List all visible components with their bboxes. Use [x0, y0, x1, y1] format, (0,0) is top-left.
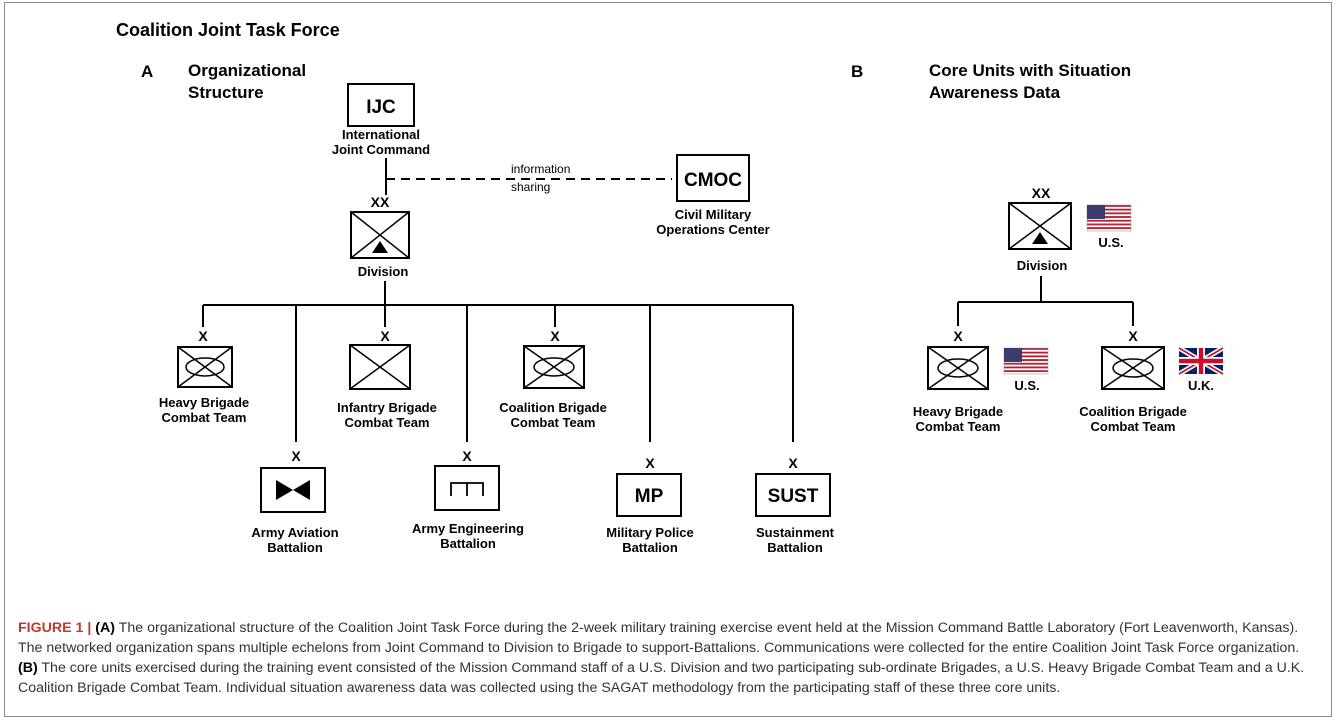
aviation-label-line1: Army Aviation [251, 525, 338, 540]
cmoc-node: CMOC Civil Military Operations Center [656, 154, 770, 237]
infantry-brigade-node: X Infantry Brigade Combat Team [337, 328, 437, 430]
uk-flag-icon [1179, 348, 1223, 374]
core-cbct-country: U.K. [1188, 378, 1214, 393]
engineering-label-line1: Army Engineering [412, 521, 524, 536]
division-label: Division [358, 264, 409, 279]
engineering-echelon: X [462, 448, 472, 464]
mp-abbr: MP [635, 486, 664, 507]
core-cbct-label-line1: Coalition Brigade [1079, 404, 1187, 419]
core-hbct-country: U.S. [1014, 378, 1039, 393]
info-sharing-line2: sharing [511, 180, 550, 194]
core-division-country: U.S. [1098, 235, 1123, 250]
us-flag-icon [1003, 347, 1049, 375]
ibct-label-line2: Combat Team [345, 415, 430, 430]
org-diagram: IJC International Joint Command informat… [159, 83, 1338, 555]
caption-part-a: (A) [95, 620, 115, 636]
mp-echelon: X [645, 455, 655, 471]
ibct-label-line1: Infantry Brigade [337, 400, 437, 415]
cmoc-abbr: CMOC [684, 170, 742, 191]
core-division-label: Division [1017, 258, 1068, 273]
caption-text-b: The core units exercised during the trai… [18, 660, 1305, 696]
military-police-node: X MP Military Police Battalion [606, 455, 693, 555]
cmoc-label-line1: Civil Military [675, 207, 752, 222]
panel-a-letter: A [141, 62, 154, 81]
aviation-label-line2: Battalion [267, 540, 323, 555]
mp-label-line2: Battalion [622, 540, 678, 555]
caption-text-a: The organizational structure of the Coal… [18, 620, 1300, 656]
figure-title: Coalition Joint Task Force [116, 20, 340, 40]
figure-caption: FIGURE 1 | (A) The organizational struct… [18, 618, 1318, 698]
core-hbct-label-line1: Heavy Brigade [913, 404, 1003, 419]
ijc-label-line2: Joint Command [332, 142, 430, 157]
panel-a-title: Organizational Structure [188, 61, 307, 102]
ibct-echelon: X [380, 328, 390, 344]
core-division-echelon: XX [1032, 185, 1051, 201]
cmoc-label-line2: Operations Center [656, 222, 769, 237]
ijc-abbr: IJC [366, 97, 396, 118]
core-heavy-brigade-node: X U.S. Heavy Brigade Combat Team [913, 328, 1049, 434]
caption-part-b: (B) [18, 660, 38, 676]
engineering-label-line2: Battalion [440, 536, 496, 551]
us-flag-icon [1086, 204, 1132, 232]
coalition-brigade-node: X Coalition Brigade Combat Team [499, 328, 607, 430]
ijc-node: IJC International Joint Command [332, 83, 430, 157]
panel-b-title: Core Units with Situation Awareness Data [929, 61, 1132, 102]
sust-echelon: X [788, 455, 798, 471]
sustainment-node: X SUST Sustainment Battalion [755, 455, 835, 555]
cbct-echelon: X [550, 328, 560, 344]
cbct-label-line1: Coalition Brigade [499, 400, 607, 415]
aviation-battalion-node: X Army Aviation Battalion [251, 448, 338, 555]
division-echelon: XX [371, 194, 390, 210]
core-hbct-label-line2: Combat Team [916, 419, 1001, 434]
sust-label-line1: Sustainment [756, 525, 835, 540]
hbct-echelon: X [198, 328, 208, 344]
figure-frame [4, 2, 1332, 717]
sust-label-line2: Battalion [767, 540, 823, 555]
core-cbct-echelon: X [1128, 328, 1138, 344]
core-coalition-brigade-node: X U.K. Coalition Brigade Combat Team [1079, 328, 1223, 434]
hbct-label-line1: Heavy Brigade [159, 395, 249, 410]
sust-abbr: SUST [768, 486, 819, 507]
heavy-brigade-node: X Heavy Brigade Combat Team [159, 328, 249, 425]
caption-label: FIGURE 1 | [18, 620, 96, 636]
ijc-label-line1: International [342, 127, 420, 142]
cbct-label-line2: Combat Team [511, 415, 596, 430]
hbct-label-line2: Combat Team [162, 410, 247, 425]
core-cbct-label-line2: Combat Team [1091, 419, 1176, 434]
core-hbct-echelon: X [953, 328, 963, 344]
engineering-battalion-node: X Army Engineering Battalion [412, 448, 524, 551]
division-node: XX Division [350, 194, 410, 279]
mp-label-line1: Military Police [606, 525, 693, 540]
info-sharing-line1: information [511, 162, 570, 176]
core-division-node: XX Division U.S. [1008, 185, 1132, 273]
aviation-echelon: X [291, 448, 301, 464]
panel-b-letter: B [851, 62, 864, 81]
